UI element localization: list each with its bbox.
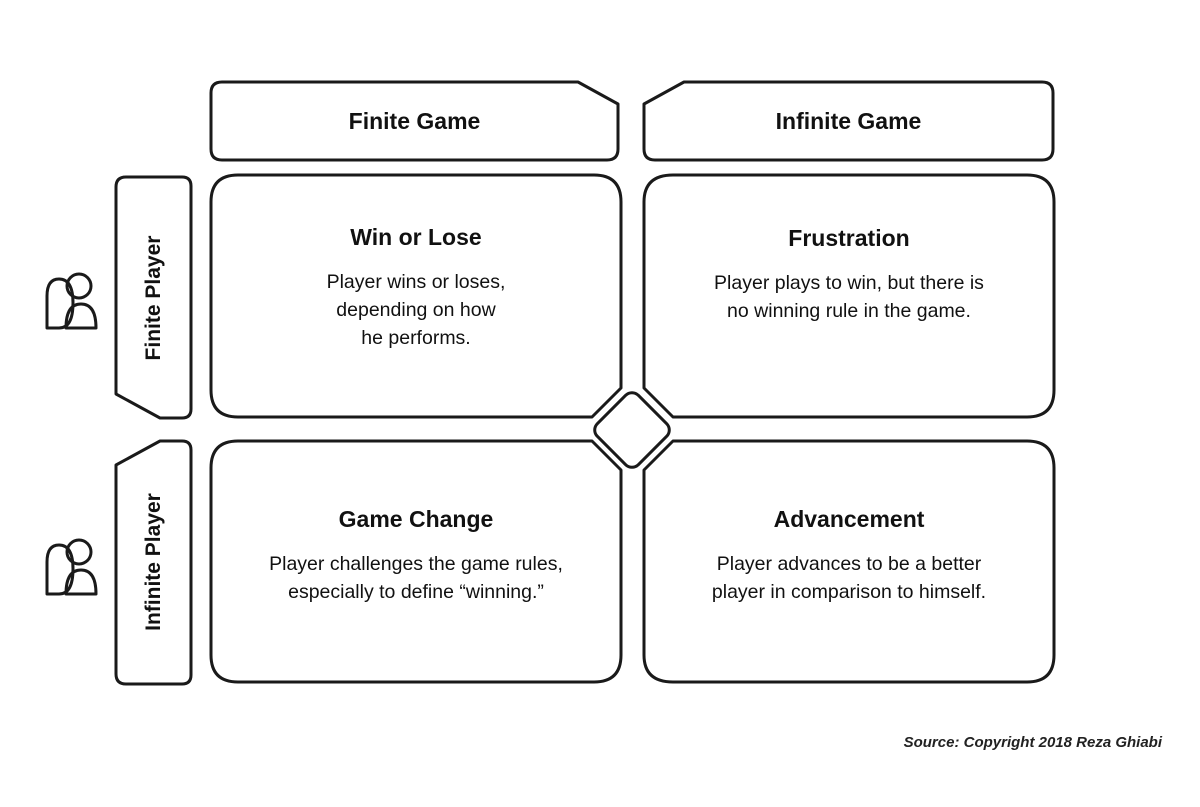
- cell-description-line: player in comparison to himself.: [711, 581, 987, 603]
- cell-description: Player advances to be a better player in…: [644, 550, 1054, 606]
- cell-title: Advancement: [773, 506, 925, 532]
- column-header-finite-game: Finite Game: [348, 108, 481, 134]
- game-change-cell-box: [209, 439, 623, 684]
- frustration-cell-box: [642, 173, 1056, 419]
- center-diamond: [593, 391, 671, 469]
- cell-description-line: Player advances to be a better: [716, 553, 982, 575]
- cell-advancement: Advancement Player advances to be a bett…: [644, 504, 1054, 606]
- column-header-infinite-game: Infinite Game: [775, 108, 922, 134]
- cell-win-or-lose: Win or Lose Player wins or loses, depend…: [211, 222, 621, 352]
- advancement-cell-box: [642, 439, 1056, 684]
- cell-title: Win or Lose: [350, 224, 482, 250]
- cell-description-line: no winning rule in the game.: [727, 300, 971, 322]
- cell-description-line: Player wins or loses,: [326, 271, 506, 293]
- cell-description-line: depending on how: [336, 299, 496, 321]
- cell-description-line: Player challenges the game rules,: [269, 553, 563, 575]
- cell-title: Frustration: [788, 225, 910, 251]
- infinite-player-person-icon: [45, 538, 98, 596]
- cell-description-line: Player plays to win, but there is: [714, 272, 984, 294]
- row-header-finite-player: Finite Player: [142, 235, 165, 361]
- cell-description: Player wins or loses, depending on how h…: [211, 268, 621, 352]
- cell-description-line: he performs.: [361, 327, 471, 349]
- cell-description: Player plays to win, but there is no win…: [644, 269, 1054, 325]
- finite-player-person-icon: [45, 272, 98, 330]
- cell-description: Player challenges the game rules, especi…: [211, 550, 621, 606]
- finite-game-header-box: [209, 80, 620, 162]
- infinite-game-header-box: [642, 80, 1055, 162]
- cell-description-line: especially to define “winning.”: [288, 581, 544, 603]
- cell-game-change: Game Change Player challenges the game r…: [211, 504, 621, 606]
- cell-frustration: Frustration Player plays to win, but the…: [644, 223, 1054, 325]
- finite-player-label-box: [114, 175, 193, 420]
- infinite-player-label-box: [114, 439, 193, 686]
- source-caption: Source: Copyright 2018 Reza Ghiabi: [903, 734, 1162, 751]
- win-or-lose-cell-box: [209, 173, 623, 419]
- cell-title: Game Change: [338, 506, 494, 532]
- row-header-infinite-player: Infinite Player: [142, 493, 165, 631]
